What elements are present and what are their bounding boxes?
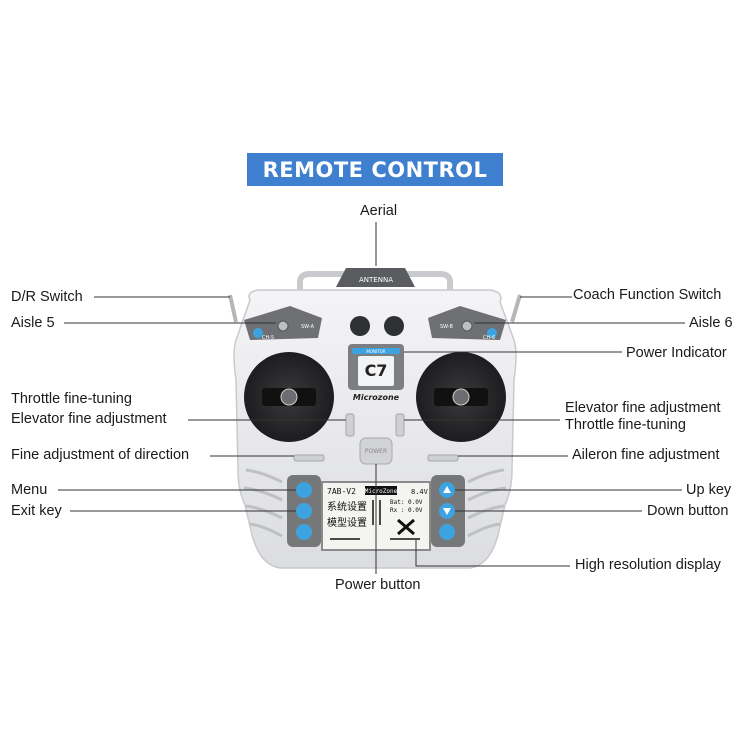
title-banner: REMOTE CONTROL bbox=[247, 153, 503, 186]
monitor-text: MONITOR bbox=[366, 349, 385, 354]
lcd-brand-box bbox=[365, 486, 397, 495]
up-arrow-icon bbox=[443, 486, 451, 493]
lcd-bat: Bat: 0.0V bbox=[390, 499, 423, 506]
right-center-knob[interactable] bbox=[384, 316, 404, 336]
lcd-voltage: 8.4V bbox=[411, 488, 429, 496]
lcd-trim-bars bbox=[330, 500, 420, 540]
label-exit-key: Exit key bbox=[11, 503, 62, 519]
label-power-indicator: Power Indicator bbox=[626, 345, 727, 361]
exit-button[interactable] bbox=[296, 503, 312, 519]
down-arrow-icon bbox=[443, 508, 451, 515]
ch6-indicator bbox=[487, 328, 497, 338]
ch5-text: CH-5 bbox=[262, 335, 274, 341]
ch6-text: CH-6 bbox=[483, 335, 495, 341]
right-horizontal-trim[interactable] bbox=[427, 454, 459, 462]
page-title: REMOTE CONTROL bbox=[262, 157, 488, 182]
right-vertical-trim[interactable] bbox=[395, 413, 405, 437]
lcd-model-name: 7AB-V2 bbox=[327, 487, 356, 496]
label-dr-switch: D/R Switch bbox=[11, 289, 83, 305]
leader-lines bbox=[58, 222, 685, 574]
lcd-brand-text: MicroZone bbox=[365, 488, 398, 495]
power-indicator-bar bbox=[352, 348, 400, 354]
antenna-text: ANTENNA bbox=[359, 276, 393, 284]
label-high-res-display: High resolution display bbox=[575, 557, 721, 573]
left-vertical-trim[interactable] bbox=[345, 413, 355, 437]
aisle6-knob[interactable] bbox=[461, 320, 473, 332]
label-coach-switch: Coach Function Switch bbox=[573, 287, 722, 303]
airplane-icon bbox=[397, 518, 415, 536]
left-third-button[interactable] bbox=[296, 524, 312, 540]
label-elevator-fa-left: Elevator fine adjustment bbox=[11, 411, 167, 427]
left-grip-ribs bbox=[243, 468, 283, 538]
label-aileron-fa: Aileron fine adjustment bbox=[572, 447, 720, 463]
left-gimbal[interactable] bbox=[244, 352, 334, 442]
label-down-button: Down button bbox=[647, 503, 729, 519]
sw-b-text: SW-B bbox=[440, 324, 454, 330]
antenna-plate: ANTENNA bbox=[336, 268, 415, 287]
aisle5-knob[interactable] bbox=[277, 320, 289, 332]
left-center-knob[interactable] bbox=[350, 316, 370, 336]
label-power-button: Power button bbox=[335, 577, 421, 593]
model-window bbox=[358, 356, 394, 386]
dr-switch-lever[interactable] bbox=[228, 294, 238, 323]
model-text: C7 bbox=[365, 361, 388, 380]
lcd-rx: Rx : 0.0V bbox=[390, 507, 423, 514]
label-up-key: Up key bbox=[686, 482, 732, 498]
power-text: POWER bbox=[365, 448, 387, 455]
right-gimbal[interactable] bbox=[416, 352, 506, 442]
right-grip-ribs bbox=[467, 468, 507, 538]
left-horizontal-trim[interactable] bbox=[293, 454, 325, 462]
right-third-button[interactable] bbox=[439, 524, 455, 540]
sw-a-text: SW-A bbox=[301, 324, 315, 330]
label-aerial: Aerial bbox=[360, 203, 398, 219]
coach-switch-lever[interactable] bbox=[510, 294, 522, 323]
label-elevator-fa-right: Elevator fine adjustment bbox=[565, 400, 721, 416]
menu-button[interactable] bbox=[296, 482, 312, 498]
brand-text: Microzone bbox=[353, 393, 400, 402]
label-menu: Menu bbox=[11, 482, 48, 498]
label-throttle-ft-left: Throttle fine-tuning bbox=[11, 391, 132, 407]
lcd-menu-1: 系统设置 bbox=[327, 500, 367, 513]
label-aisle5: Aisle 5 bbox=[11, 315, 55, 331]
lcd-menu-2: 模型设置 bbox=[327, 516, 367, 529]
label-aisle6: Aisle 6 bbox=[689, 315, 733, 331]
label-throttle-ft-right: Throttle fine-tuning bbox=[565, 417, 686, 433]
label-fine-direction: Fine adjustment of direction bbox=[11, 447, 190, 463]
ch5-indicator bbox=[253, 328, 263, 338]
